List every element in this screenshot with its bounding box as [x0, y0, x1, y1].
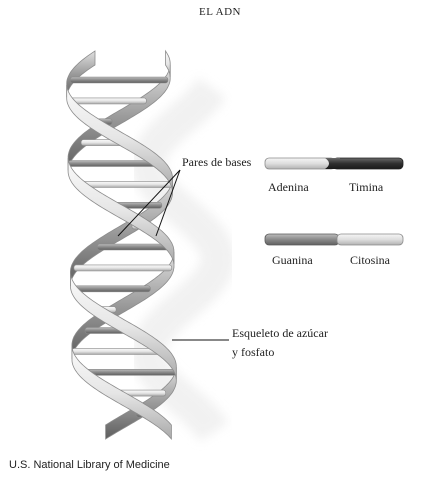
backbone-label-line1: Esqueleto de azúcar: [232, 326, 328, 340]
helix-shadow: [130, 77, 236, 442]
guanine-label: Guanina: [272, 253, 313, 267]
backbone-label-line2: y fosfato: [232, 345, 274, 359]
thymine-label: Timina: [349, 180, 384, 194]
strand-a-front-segment: [165, 49, 171, 77]
base-pair-rung: [69, 76, 169, 84]
base-pair-rung: [69, 97, 147, 105]
base-pairs-label: Pares de bases: [182, 155, 252, 169]
guanine-segment: [264, 233, 340, 246]
adenine-label: Adenina: [268, 180, 309, 194]
thymine-segment: [332, 157, 404, 170]
adenine-segment: [264, 157, 336, 170]
strand-b-back-segment: [105, 367, 177, 440]
strand-a-front-segment: [67, 158, 175, 264]
credit-text: U.S. National Library of Medicine: [9, 459, 170, 471]
base-pairs-pointer: [117, 169, 181, 237]
base-pair-rung: [79, 181, 173, 188]
base-pair-rung: [72, 285, 151, 293]
legend-adenine-thymine: Adenina Timina: [264, 157, 404, 194]
strand-a-front-segment: [71, 346, 172, 441]
strand-b-front-segment: [70, 273, 177, 380]
base-pair-rung: [71, 348, 163, 355]
cytosine-label: Citosina: [350, 253, 391, 267]
cytosine-segment: [336, 233, 404, 246]
base-pair-rung: [96, 243, 171, 251]
helix-shadow-path: [130, 77, 236, 442]
base-pair-rung: [82, 368, 177, 376]
base-pair-rung: [73, 264, 173, 272]
diagram-title: EL ADN: [199, 6, 241, 18]
base-pair-rung: [67, 160, 160, 167]
legend-guanine-cytosine: Guanina Citosina: [264, 233, 404, 267]
strand-b-back-segment: [66, 50, 96, 98]
